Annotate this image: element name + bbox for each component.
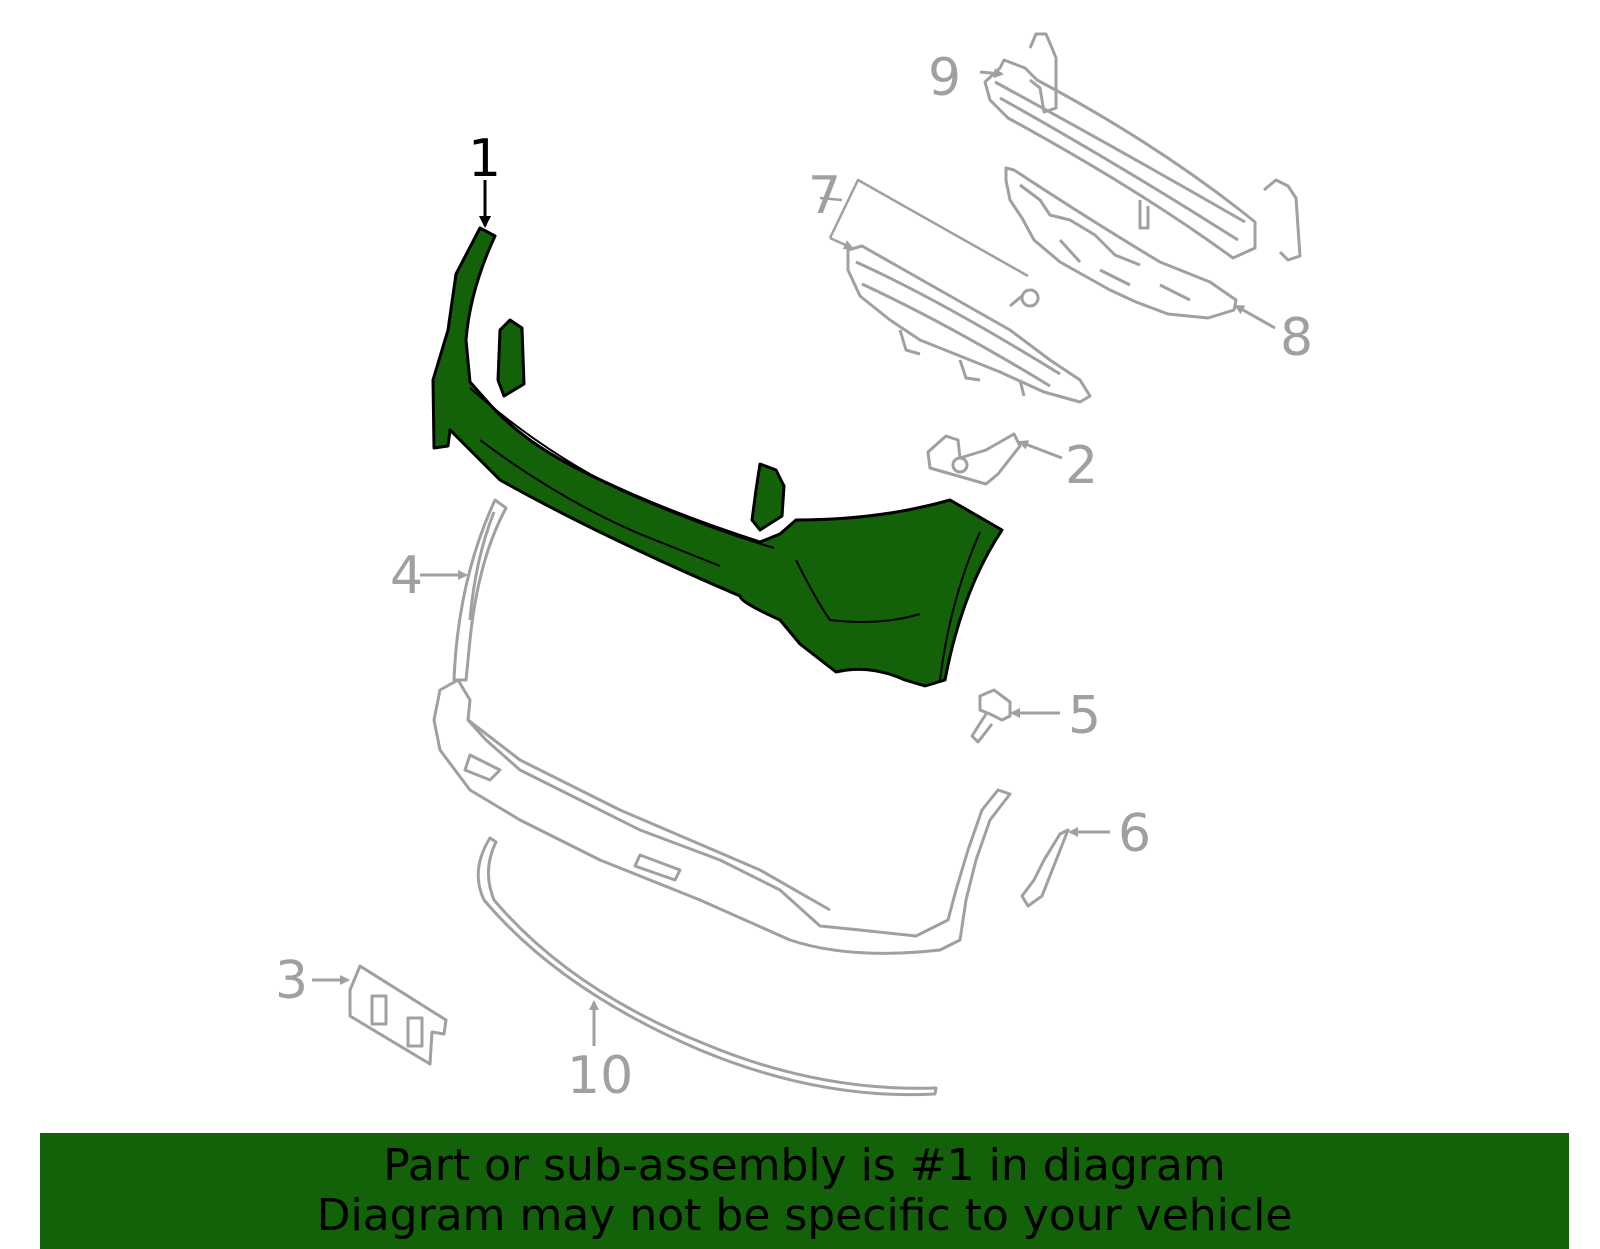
banner-line-disclaimer: Diagram may not be specific to your vehi… bbox=[316, 1190, 1293, 1241]
callout-8[interactable]: 8 bbox=[1280, 308, 1314, 368]
part-7-grille bbox=[819, 178, 1092, 404]
leader-2 bbox=[1018, 440, 1063, 460]
leader-9 bbox=[979, 68, 1004, 79]
part-3-license-bracket bbox=[348, 964, 448, 1066]
part-9-reinforcement-bar bbox=[983, 32, 1302, 262]
part-4-trim-strip bbox=[452, 498, 508, 682]
part-1-bumper-cover[interactable] bbox=[431, 226, 1004, 688]
callout-4[interactable]: 4 bbox=[390, 546, 424, 606]
part-5-sensor-bracket bbox=[970, 688, 1012, 744]
part-2-bracket bbox=[926, 432, 1022, 486]
callout-3[interactable]: 3 bbox=[275, 951, 309, 1011]
callout-7[interactable]: 7 bbox=[808, 166, 842, 226]
info-banner: Part or sub-assembly is #1 in diagram Di… bbox=[40, 1133, 1569, 1249]
part-6-retainer bbox=[1020, 828, 1070, 908]
part-8-absorber bbox=[1004, 166, 1238, 320]
lower-bumper-valance bbox=[432, 678, 1012, 955]
parts-diagram: 1 2 3 4 5 6 7 8 9 10 bbox=[275, 32, 1314, 1106]
callout-6[interactable]: 6 bbox=[1118, 804, 1152, 864]
callout-5[interactable]: 5 bbox=[1068, 686, 1102, 746]
callout-9[interactable]: 9 bbox=[928, 48, 962, 108]
callout-1[interactable]: 1 bbox=[468, 129, 502, 189]
leader-8 bbox=[1234, 304, 1276, 330]
part-10-lower-strip bbox=[476, 836, 938, 1097]
banner-line-part: Part or sub-assembly is #1 in diagram bbox=[383, 1140, 1226, 1191]
callout-10[interactable]: 10 bbox=[567, 1046, 634, 1106]
parts-diagram-drawing bbox=[312, 32, 1302, 1097]
callout-2[interactable]: 2 bbox=[1065, 436, 1099, 496]
